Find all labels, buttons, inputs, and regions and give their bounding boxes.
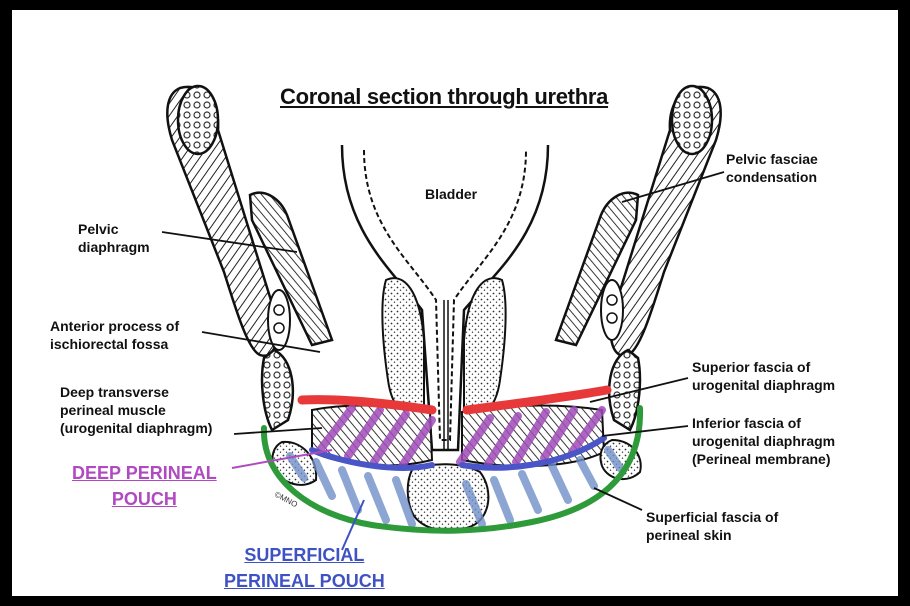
label-inferior-fascia: Inferior fascia of urogenital diaphragm … bbox=[692, 414, 835, 468]
diagram-title: Coronal section through urethra bbox=[280, 84, 608, 110]
leader-inferior-fascia bbox=[602, 426, 688, 436]
leader-superficial-fascia bbox=[594, 488, 642, 510]
label-bladder: Bladder bbox=[425, 185, 477, 203]
label-deep-transverse-perineal-muscle: Deep transverse perineal muscle (urogeni… bbox=[60, 383, 212, 437]
left-ischial-bone bbox=[178, 86, 218, 154]
diagram-canvas: ©MNO Coronal section through urethra Bla… bbox=[12, 10, 898, 596]
right-ischial-bone bbox=[672, 86, 712, 154]
label-superior-fascia: Superior fascia of urogenital diaphragm bbox=[692, 358, 835, 394]
left-ischiopubic-ramus bbox=[262, 350, 293, 430]
left-prostatic-tissue bbox=[382, 278, 424, 420]
right-prostatic-tissue bbox=[464, 278, 506, 420]
label-superficial-fascia: Superficial fascia of perineal skin bbox=[646, 508, 778, 544]
label-anterior-process: Anterior process of ischiorectal fossa bbox=[50, 317, 179, 353]
label-superficial-perineal-pouch: SUPERFICIAL PERINEAL POUCH bbox=[224, 542, 385, 594]
leader-deep-transverse bbox=[234, 428, 322, 434]
label-pelvic-diaphragm: Pelvic diaphragm bbox=[78, 220, 150, 256]
left-pelvic-side-wall bbox=[167, 86, 332, 430]
label-deep-perineal-pouch: DEEP PERINEAL POUCH bbox=[72, 460, 217, 512]
label-pelvic-fasciae-condensation: Pelvic fasciae condensation bbox=[726, 150, 818, 186]
